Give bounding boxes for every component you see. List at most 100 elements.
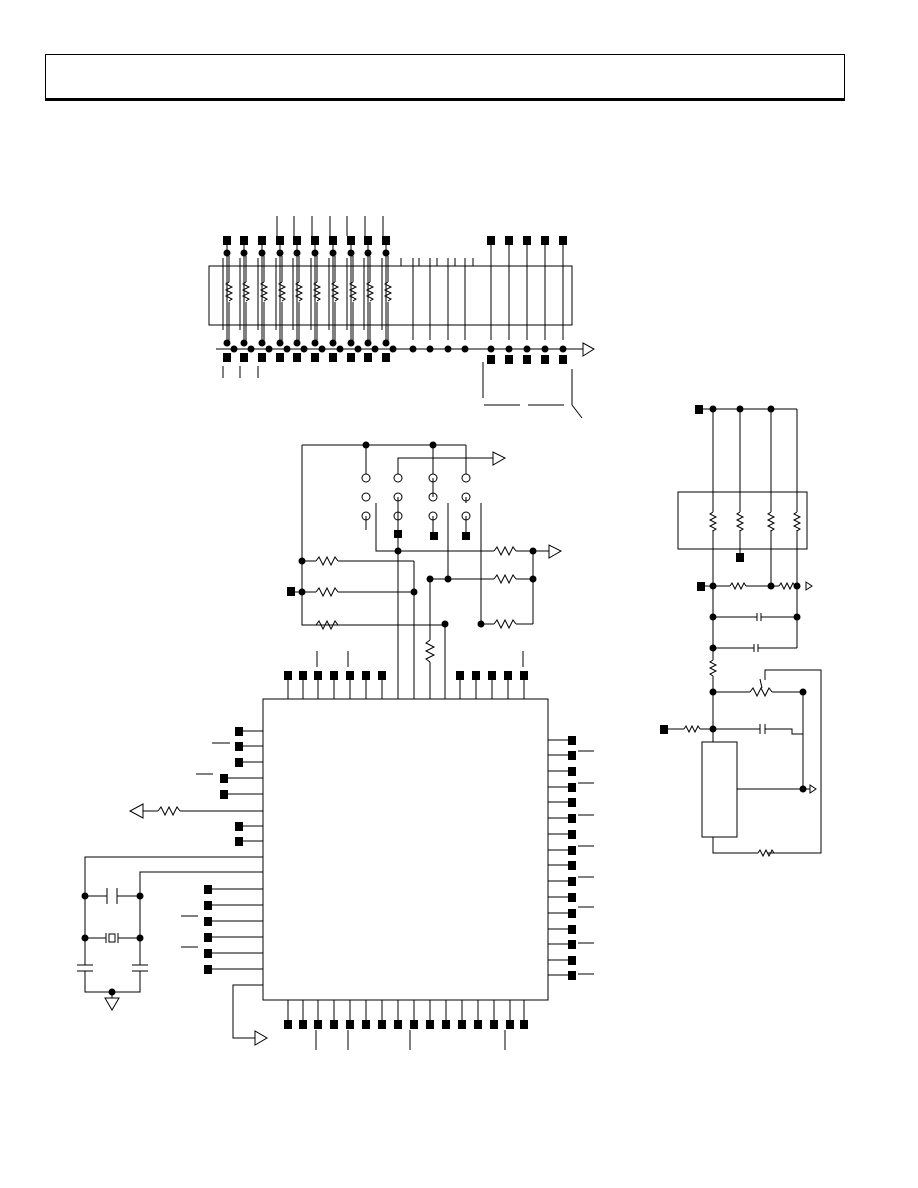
resistor-symbol — [315, 555, 339, 567]
connector-pad — [505, 236, 513, 245]
connector-pad — [346, 1020, 354, 1029]
jumper-ring — [361, 473, 371, 483]
resistor-symbol — [708, 659, 718, 677]
amplifier-circuit — [660, 405, 822, 858]
connector-pad — [378, 1020, 386, 1029]
resistor-symbol — [365, 281, 375, 302]
connector-pad — [568, 767, 576, 776]
ground-triangle-icon — [104, 997, 120, 1011]
connector-pad — [223, 236, 231, 245]
resistor-symbol — [683, 724, 701, 734]
junction-dot — [240, 249, 248, 257]
connector-pad — [258, 353, 266, 362]
connector-pad — [568, 814, 576, 823]
connector-pad — [204, 965, 212, 974]
resistor-symbol — [224, 281, 234, 302]
input-pad — [287, 587, 295, 596]
resistor-symbol — [277, 281, 287, 302]
connector-pad — [235, 742, 243, 751]
connector-pad — [559, 236, 567, 245]
jumper-pad — [430, 532, 438, 540]
resistor-symbol — [792, 511, 802, 532]
connector-pad — [223, 353, 231, 362]
connector-pad — [506, 1020, 514, 1029]
connector-pad — [505, 355, 513, 364]
connector-pad — [346, 671, 354, 680]
resistor-symbol — [729, 581, 747, 591]
connector-pad — [284, 1020, 292, 1029]
connector-pad — [364, 353, 372, 362]
resistor-symbol — [348, 281, 358, 302]
connector-pad — [490, 1020, 498, 1029]
resistor-symbol — [312, 281, 322, 302]
connector-pad — [382, 353, 390, 362]
connector-pad — [362, 671, 370, 680]
ic-body — [262, 698, 549, 1001]
output-triangle-icon — [809, 784, 817, 794]
connector-pad — [220, 774, 228, 783]
junction-dot — [311, 249, 319, 257]
junction-dot — [364, 249, 372, 257]
resistor-symbol — [383, 281, 393, 302]
connector-pad — [568, 798, 576, 807]
resistor-symbol — [330, 281, 340, 302]
resistor-symbol — [766, 511, 776, 532]
connector-pad — [568, 956, 576, 965]
connector-pad — [204, 933, 212, 942]
resistor-symbol — [315, 586, 339, 598]
resistor-symbol — [241, 281, 251, 302]
connector-pad — [235, 758, 243, 767]
ground-triangle-icon — [492, 451, 507, 466]
connector-pad — [220, 790, 228, 799]
connector-pad — [330, 1020, 338, 1029]
junction-dot — [223, 249, 231, 257]
resistor-symbol — [493, 573, 517, 585]
connector-pad — [235, 822, 243, 831]
connector-pad — [442, 1020, 450, 1029]
connector-pad — [541, 355, 549, 364]
connector-pad — [504, 671, 512, 680]
connector-pad — [559, 355, 567, 364]
connector-pad — [410, 1020, 418, 1029]
connector-pad — [204, 949, 212, 958]
array-pad — [736, 553, 744, 562]
connector-pad — [568, 830, 576, 839]
connector-pad — [458, 1020, 466, 1029]
resistor-network — [208, 216, 595, 419]
connector-pad — [314, 1020, 322, 1029]
connector-pad — [568, 925, 576, 934]
resistor-symbol — [757, 848, 775, 858]
connector-pad — [568, 940, 576, 949]
connector-pad — [204, 885, 212, 894]
connector-pad — [293, 353, 301, 362]
connector-pad — [299, 1020, 307, 1029]
connector-pad — [394, 1020, 402, 1029]
network-box — [208, 265, 573, 326]
resistor-symbol — [493, 545, 517, 557]
resistor-symbol — [735, 511, 745, 532]
ground-triangle-icon — [582, 342, 595, 357]
connector-pad — [240, 353, 248, 362]
connector-pad — [472, 671, 480, 680]
connector-pad — [204, 901, 212, 910]
ground-triangle-icon — [128, 803, 144, 819]
connector-pad — [568, 751, 576, 760]
junction-dot — [382, 249, 390, 257]
resistor-symbol — [259, 281, 269, 302]
connector-pad — [235, 727, 243, 736]
connector-pad — [568, 783, 576, 792]
connector-pad — [568, 846, 576, 855]
ground-triangle-icon — [254, 1030, 268, 1046]
connector-pad — [314, 671, 322, 680]
connector-pad — [330, 671, 338, 680]
resistor-symbol — [493, 618, 517, 630]
connector-pad — [456, 671, 464, 680]
resistor-symbol — [424, 639, 436, 663]
input-pad — [697, 582, 705, 591]
junction-dot — [329, 249, 337, 257]
connector-pad — [293, 236, 301, 245]
connector-pad — [568, 893, 576, 902]
connector-pad — [240, 236, 248, 245]
resistor-symbol — [315, 619, 339, 631]
